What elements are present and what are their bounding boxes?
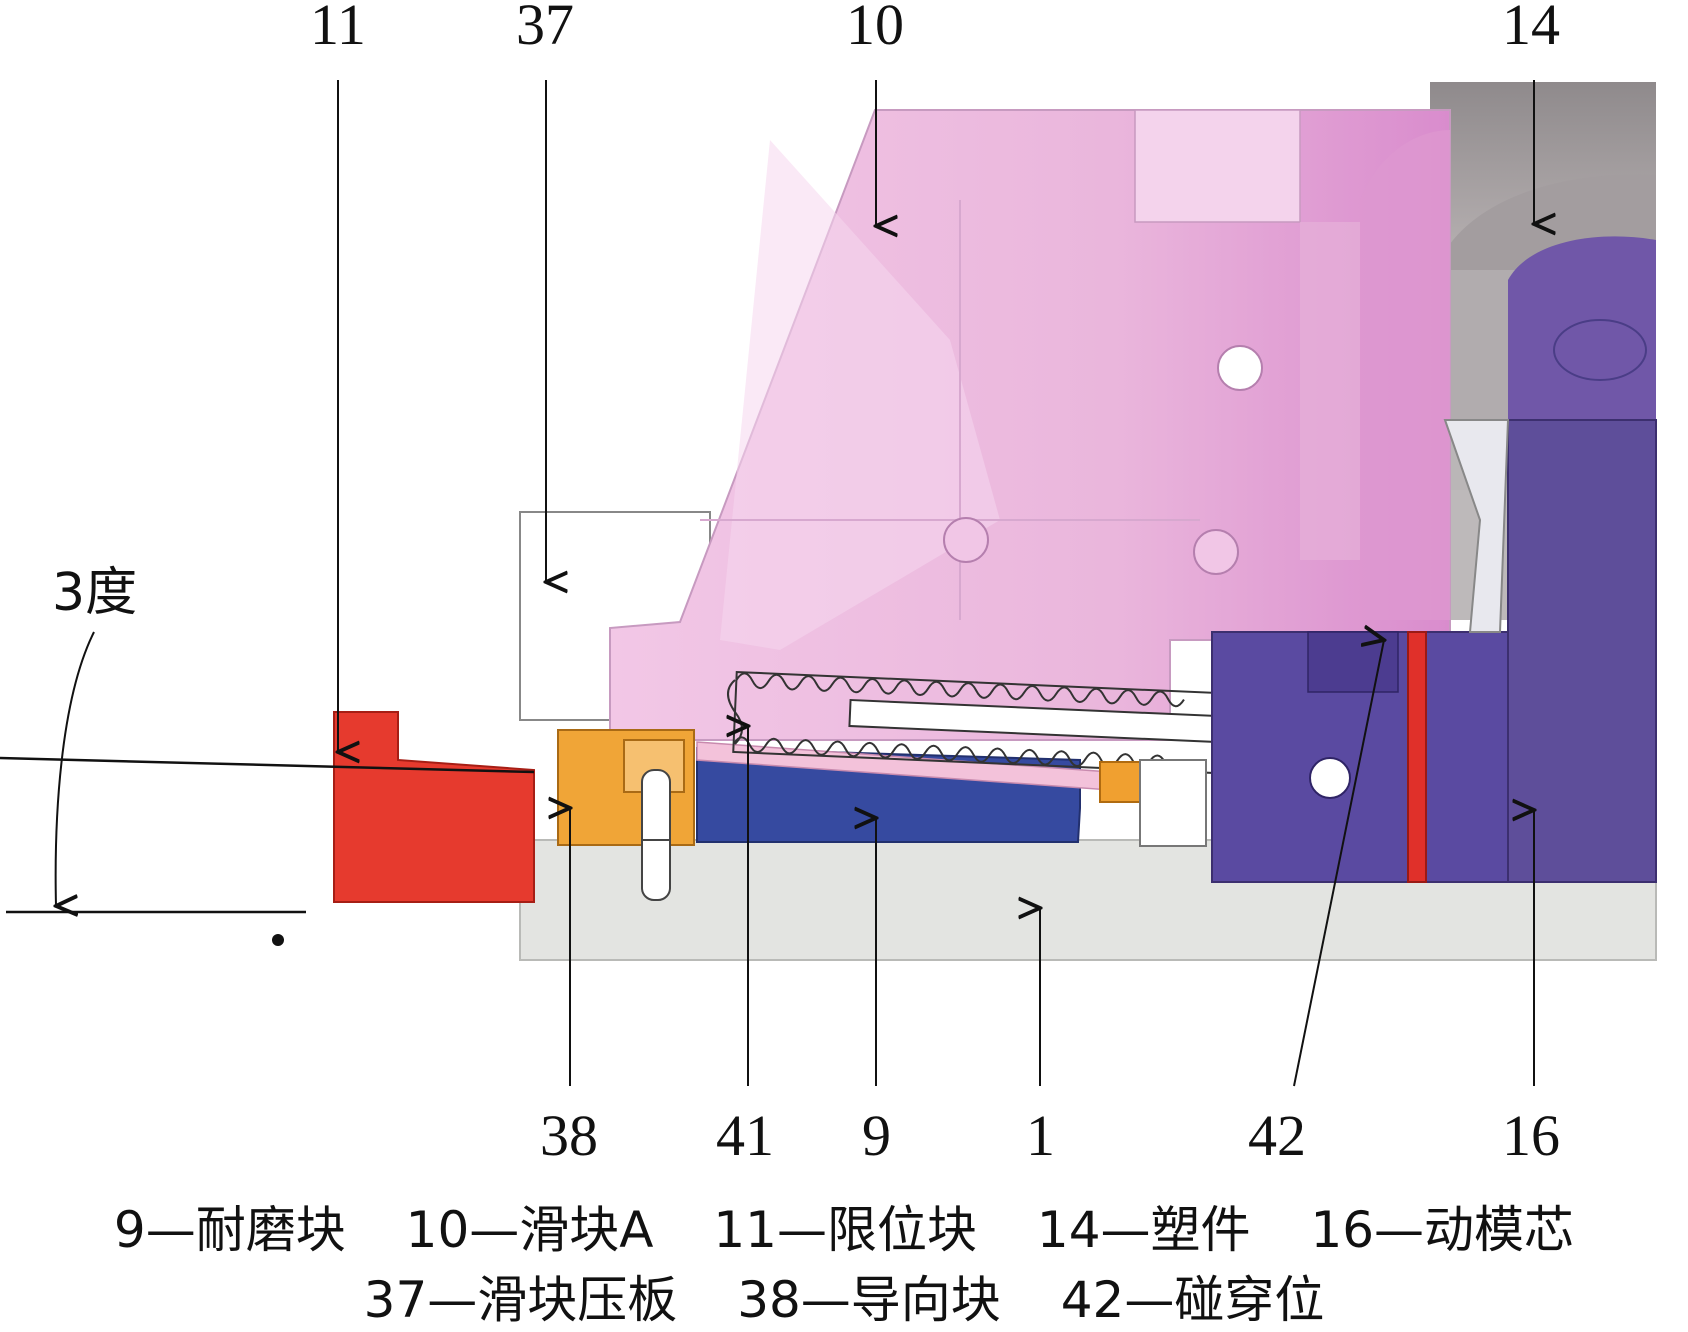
bottom-callouts: 38 41 9 1 42 16 [540,640,1560,1168]
reference-dot [272,934,284,946]
label-42: 42 [1248,1103,1306,1168]
label-41: 41 [716,1103,774,1168]
angle-reference: 3度 [0,563,535,946]
top-callouts: 11 37 10 14 [310,0,1560,752]
label-11: 11 [310,0,366,57]
limit-block [333,711,535,903]
legend-item: 42—碰穿位 [1060,1271,1325,1329]
label-16: 16 [1502,1103,1560,1168]
wear-block [696,741,1111,843]
legend-item: 10—滑块A [405,1201,654,1259]
label-14: 14 [1502,0,1560,57]
label-37: 37 [516,0,574,57]
label-9: 9 [862,1103,891,1168]
spring-spacer [1139,759,1207,847]
legend-item: 14—塑件 [1036,1201,1251,1259]
label-1: 1 [1026,1103,1055,1168]
legend-line-2: 37—滑块压板 38—导向块 42—碰穿位 [0,1260,1688,1332]
legend-item: 37—滑块压板 [363,1271,678,1329]
spring [727,670,1272,774]
legend-item: 16—动模芯 [1310,1201,1575,1259]
legend-item: 9—耐磨块 [113,1201,346,1259]
slider-a [609,109,1451,741]
legend-line-1: 9—耐磨块 10—滑块A 11—限位块 14—塑件 16—动模芯 [0,1190,1688,1262]
angle-label: 3度 [52,563,137,623]
legend-item: 11—限位块 [713,1201,977,1259]
moving-core [1211,236,1657,883]
guide-block [557,729,695,901]
label-38: 38 [540,1103,598,1168]
legend-item: 38—导向块 [737,1271,1001,1329]
label-10: 10 [846,0,904,57]
